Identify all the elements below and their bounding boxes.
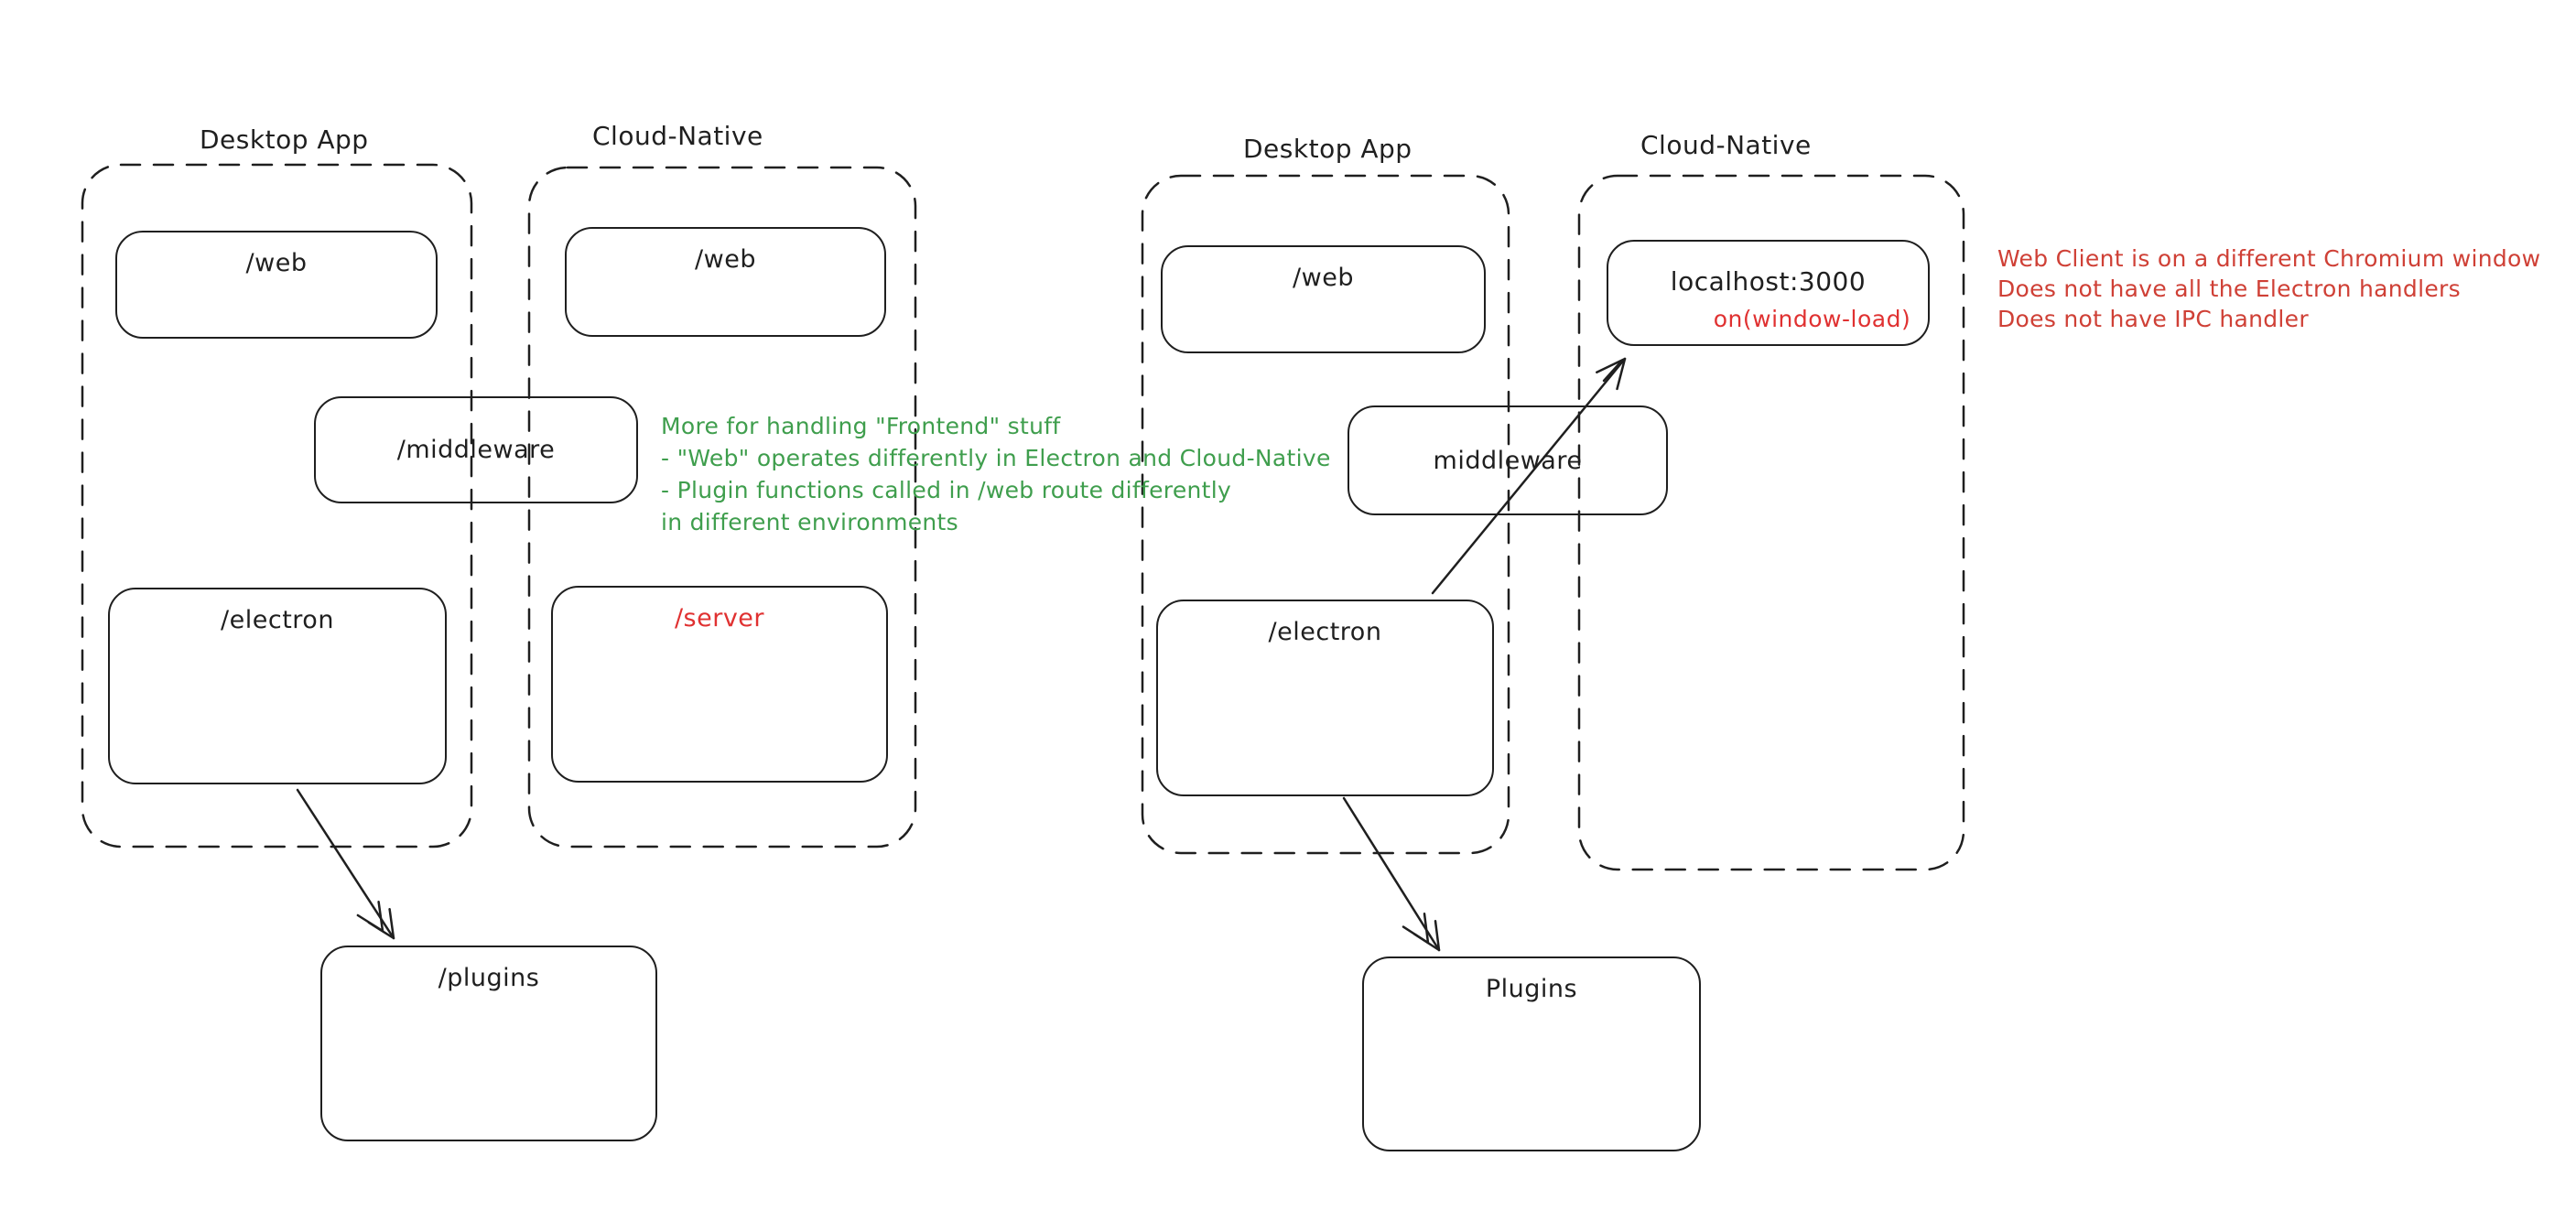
left-web-box: /web [115, 231, 438, 339]
right-middleware-box: middleware [1348, 405, 1668, 515]
left-plugins-box: /plugins [320, 946, 657, 1141]
red-note-line-3: Does not have IPC handler [1997, 306, 2309, 332]
left-cloud-web-label: /web [695, 245, 756, 274]
right-web-label: /web [1293, 264, 1354, 292]
red-note-line-1: Web Client is on a different Chromium wi… [1997, 245, 2541, 272]
localhost-event-label: on(window-load) [1713, 306, 1911, 332]
green-note-line-4: in different environments [661, 509, 958, 535]
left-cloud-web-box: /web [565, 227, 886, 337]
green-note-line-2: - "Web" operates differently in Electron… [661, 445, 1331, 471]
localhost-box: localhost:3000 on(window-load) [1607, 240, 1930, 346]
right-electron-box: /electron [1156, 600, 1494, 796]
right-electron-label: /electron [1268, 618, 1382, 646]
left-web-label: /web [245, 249, 308, 277]
left-middleware-label: /middleware [396, 436, 556, 464]
right-desktop-app-label: Desktop App [1243, 134, 1412, 164]
left-plugins-label: /plugins [438, 964, 540, 992]
green-note-line-1: More for handling "Frontend" stuff [661, 413, 1061, 439]
arrow-electron-to-plugins-left [296, 788, 395, 940]
right-web-box: /web [1161, 245, 1486, 353]
right-cloud-native-label: Cloud-Native [1640, 130, 1812, 160]
right-plugins-label: Plugins [1485, 975, 1578, 1003]
green-note-line-3: - Plugin functions called in /web route … [661, 477, 1232, 503]
right-middleware-label: middleware [1433, 446, 1583, 475]
red-note: Web Client is on a different Chromium wi… [1997, 243, 2540, 334]
red-note-line-2: Does not have all the Electron handlers [1997, 276, 2461, 302]
left-electron-label: /electron [221, 606, 334, 634]
arrow-electron-to-plugins-right [1342, 796, 1441, 952]
left-cloud-native-label: Cloud-Native [592, 121, 763, 151]
left-server-label: /server [674, 604, 765, 632]
localhost-label: localhost:3000 [1670, 266, 1867, 297]
left-electron-box: /electron [108, 588, 447, 784]
left-desktop-app-label: Desktop App [200, 124, 369, 155]
right-plugins-box: Plugins [1362, 956, 1701, 1151]
left-server-box: /server [551, 586, 888, 783]
green-note: More for handling "Frontend" stuff - "We… [661, 410, 1331, 538]
left-middleware-box: /middleware [314, 396, 638, 503]
